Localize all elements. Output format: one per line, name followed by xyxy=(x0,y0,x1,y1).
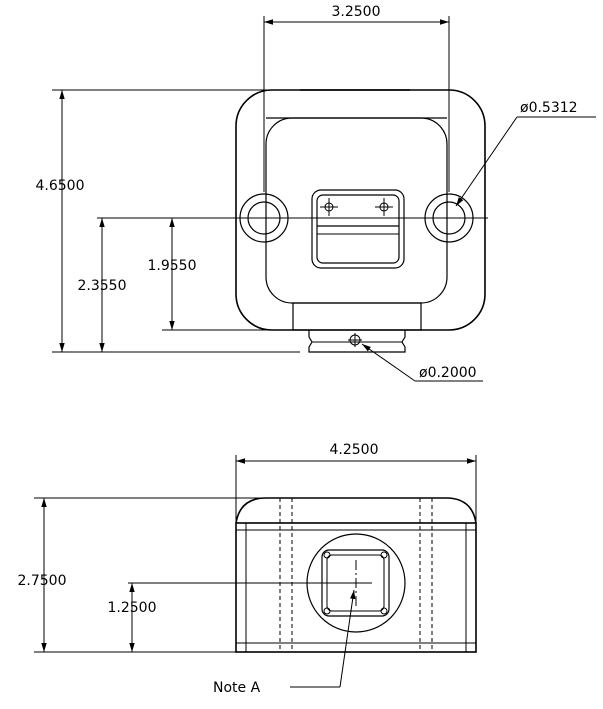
svg-text:4.6500: 4.6500 xyxy=(36,178,85,194)
center-window xyxy=(311,189,405,269)
svg-text:4.2500: 4.2500 xyxy=(330,442,379,458)
dim-bottom-center-height: 1.2500 xyxy=(108,583,157,652)
dim-bottom-width: 4.2500 xyxy=(235,442,477,523)
top-view: 3.2500 4.6500 2.3550 1.9550 ø0.5312 xyxy=(36,4,596,382)
svg-text:2.3550: 2.3550 xyxy=(78,278,127,294)
svg-text:1.9550: 1.9550 xyxy=(148,258,197,274)
svg-text:ø0.2000: ø0.2000 xyxy=(419,365,477,381)
svg-text:ø0.5312: ø0.5312 xyxy=(520,100,578,116)
dim-top-width: 3.2500 xyxy=(263,4,450,192)
top-body-outline xyxy=(235,89,486,331)
bottom-view: 4.2500 2.7500 1.2500 Note A xyxy=(18,442,477,696)
dim-top-total-height: 4.6500 xyxy=(36,89,300,353)
top-base-plate xyxy=(292,302,422,353)
svg-text:1.2500: 1.2500 xyxy=(108,600,157,616)
dim-bottom-total-height: 2.7500 xyxy=(18,497,266,653)
svg-text:3.2500: 3.2500 xyxy=(332,4,381,20)
bottom-center-boss xyxy=(128,533,406,633)
dim-small-diameter-leader: ø0.2000 xyxy=(361,343,483,382)
dim-hole-height: 2.3550 xyxy=(78,218,127,352)
note-a-leader: Note A xyxy=(213,589,356,696)
note-a-label: Note A xyxy=(213,680,261,696)
dim-flat-height: 1.9550 xyxy=(148,218,293,331)
bottom-hidden-lines xyxy=(246,498,466,652)
dim-hole-diameter-leader: ø0.5312 xyxy=(455,100,596,207)
bottom-body-outline xyxy=(235,497,477,653)
svg-text:2.7500: 2.7500 xyxy=(18,573,67,589)
